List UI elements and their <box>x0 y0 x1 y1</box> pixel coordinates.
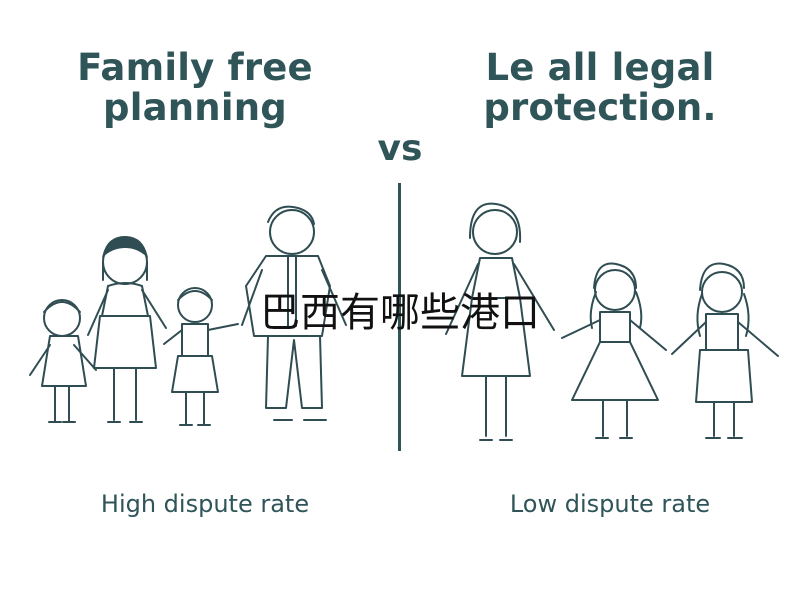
left-father-figure <box>241 205 347 421</box>
left-child-middle-figure <box>163 287 239 426</box>
right-caption: Low dispute rate <box>509 490 711 518</box>
left-title: Family free planning <box>77 46 313 129</box>
right-child-middle-figure <box>561 262 667 439</box>
right-title: Le all legal protection. <box>483 46 717 129</box>
right-child-right-figure <box>671 262 779 439</box>
overlay-text: 巴西有哪些港口 <box>260 290 540 336</box>
left-mother-figure <box>87 236 167 423</box>
center-divider <box>398 183 401 451</box>
vs-label: vs <box>377 128 423 169</box>
right-mother-figure <box>445 202 555 441</box>
left-child-girl-figure <box>29 299 97 423</box>
left-caption: High dispute rate <box>100 490 310 518</box>
